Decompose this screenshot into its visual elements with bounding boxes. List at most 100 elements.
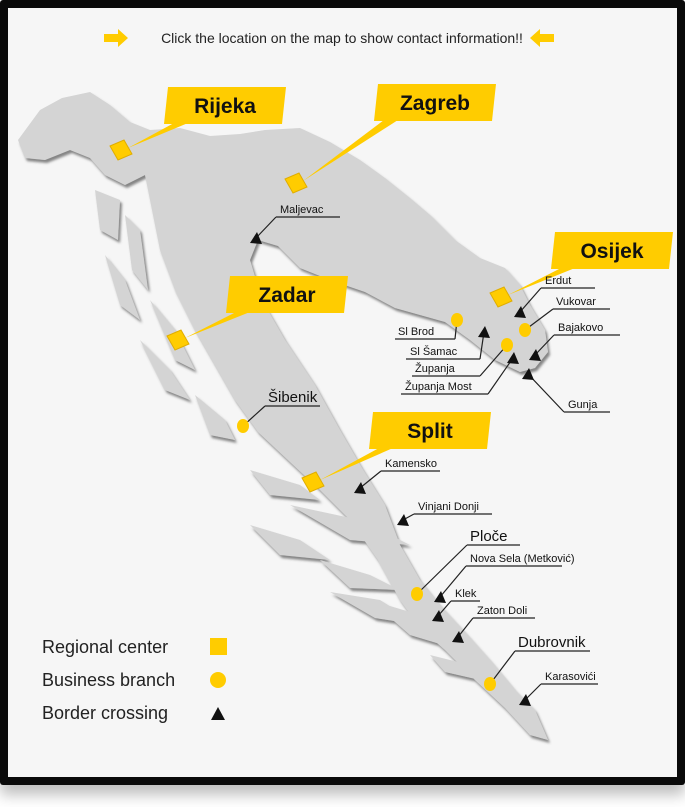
legend-item: Regional center: [42, 637, 227, 657]
leader-line: [457, 617, 535, 638]
circle-icon: [484, 677, 496, 691]
island: [95, 190, 120, 240]
legend-item: Border crossing: [42, 703, 225, 723]
border-crossing-klek[interactable]: Klek: [432, 588, 480, 622]
banner-label: Split: [407, 420, 453, 443]
banner-label: Rijeka: [194, 95, 256, 118]
crossing-label: Kamensko: [385, 458, 437, 470]
circle-icon: [519, 323, 531, 337]
branch-label: Šibenik: [268, 389, 318, 406]
triangle-icon: [211, 707, 225, 720]
arrow-left-icon: [530, 29, 554, 47]
crossing-label: Sl Šamac: [410, 345, 458, 358]
square-icon: [489, 286, 513, 308]
circle-icon: [210, 672, 226, 688]
border-crossing-gunja[interactable]: Gunja: [522, 368, 610, 413]
leader-line: [524, 683, 598, 701]
border-crossing-erdut[interactable]: Erdut: [514, 275, 595, 318]
mainland: [18, 92, 548, 740]
border-crossing-bajakovo[interactable]: Bajakovo: [529, 322, 620, 361]
leader-line: [416, 544, 520, 595]
border-crossing-kamensko[interactable]: Kamensko: [354, 458, 440, 494]
leader-line: [401, 357, 514, 395]
crossing-label: Nova Sela (Metković): [470, 553, 575, 565]
leader-line: [255, 216, 340, 239]
branch-label: Sl Brod: [398, 326, 434, 338]
leader-line: [534, 334, 620, 356]
square-icon: [109, 139, 133, 161]
business-branch-ploc-e[interactable]: Ploče: [411, 528, 520, 601]
crossing-label: Karasovići: [545, 671, 596, 683]
crossing-label: Bajakovo: [558, 322, 603, 334]
crossing-label: Županja Most: [405, 380, 472, 393]
banner: [369, 412, 491, 449]
leader-line: [412, 344, 508, 377]
regional-center-osijek[interactable]: Osijek: [489, 232, 673, 308]
triangle-icon: [354, 482, 366, 494]
banner: [226, 276, 348, 313]
border-crossing-karasovic-i[interactable]: Karasovići: [519, 671, 598, 706]
triangle-icon: [478, 326, 490, 338]
regional-center-split[interactable]: Split: [301, 412, 491, 493]
regional-center-rijeka[interactable]: Rijeka: [109, 87, 286, 161]
island: [430, 655, 480, 680]
instruction-header: Click the location on the map to show co…: [104, 29, 554, 47]
banner-label: Osijek: [580, 240, 643, 263]
crossing-label: Vinjani Donji: [418, 501, 479, 513]
land: [18, 92, 548, 740]
border-crossing-vinjani-donji[interactable]: Vinjani Donji: [397, 501, 492, 526]
leader-line: [519, 287, 595, 313]
branch-label: Dubrovnik: [518, 634, 586, 651]
branch-label: Ploče: [470, 528, 508, 545]
triangle-icon: [522, 368, 534, 380]
circle-icon: [501, 338, 513, 352]
island: [250, 525, 330, 560]
legend-item: Business branch: [42, 670, 226, 690]
square-icon: [210, 638, 227, 655]
triangle-icon: [250, 232, 262, 244]
leader-line: [489, 650, 590, 685]
leader-wedge: [508, 268, 575, 295]
leader-wedge: [320, 448, 393, 480]
business-branch-vukovar[interactable]: Vukovar: [519, 296, 610, 337]
triangle-icon: [397, 514, 409, 526]
island: [290, 505, 410, 545]
border-crossing-zaton-doli[interactable]: Zaton Doli: [452, 605, 535, 643]
regional-center-zagreb[interactable]: Zagreb: [284, 84, 496, 194]
crossing-label: Gunja: [568, 399, 598, 411]
island: [370, 600, 460, 650]
crossing-label: Maljevac: [280, 204, 324, 216]
banner: [551, 232, 673, 269]
circle-icon: [451, 313, 463, 327]
island: [105, 255, 140, 320]
square-icon: [166, 329, 190, 351]
leader-line: [402, 513, 492, 521]
leader-line: [439, 565, 562, 598]
legend-label: Business branch: [42, 670, 175, 690]
business-branch-z-upanja[interactable]: Županja: [412, 338, 513, 377]
island: [140, 340, 190, 400]
square-icon: [301, 471, 325, 493]
border-crossing-maljevac[interactable]: Maljevac: [250, 204, 340, 244]
triangle-icon: [507, 352, 519, 364]
leader-wedge: [185, 312, 250, 338]
island: [320, 560, 400, 590]
triangle-icon: [432, 610, 444, 622]
business-branch-sl-brod[interactable]: Sl Brod: [395, 313, 463, 340]
business-branch-s-ibenik[interactable]: Šibenik: [237, 389, 320, 433]
banner: [164, 87, 286, 124]
border-crossing-nova-sela-metkovic[interactable]: Nova Sela (Metković): [434, 553, 575, 603]
legend-label: Regional center: [42, 637, 168, 657]
square-icon: [284, 172, 308, 194]
border-crossing-sl-s-amac[interactable]: Sl Šamac: [406, 326, 490, 360]
business-branch-dubrovnik[interactable]: Dubrovnik: [484, 634, 590, 691]
regional-center-zadar[interactable]: Zadar: [166, 276, 348, 351]
border-crossing-z-upanja-most[interactable]: Županja Most: [401, 352, 519, 395]
leader-wedge: [303, 120, 398, 181]
island: [195, 395, 235, 440]
banner-label: Zagreb: [400, 92, 470, 115]
branch-label: Županja: [415, 362, 456, 375]
banner: [374, 84, 496, 121]
